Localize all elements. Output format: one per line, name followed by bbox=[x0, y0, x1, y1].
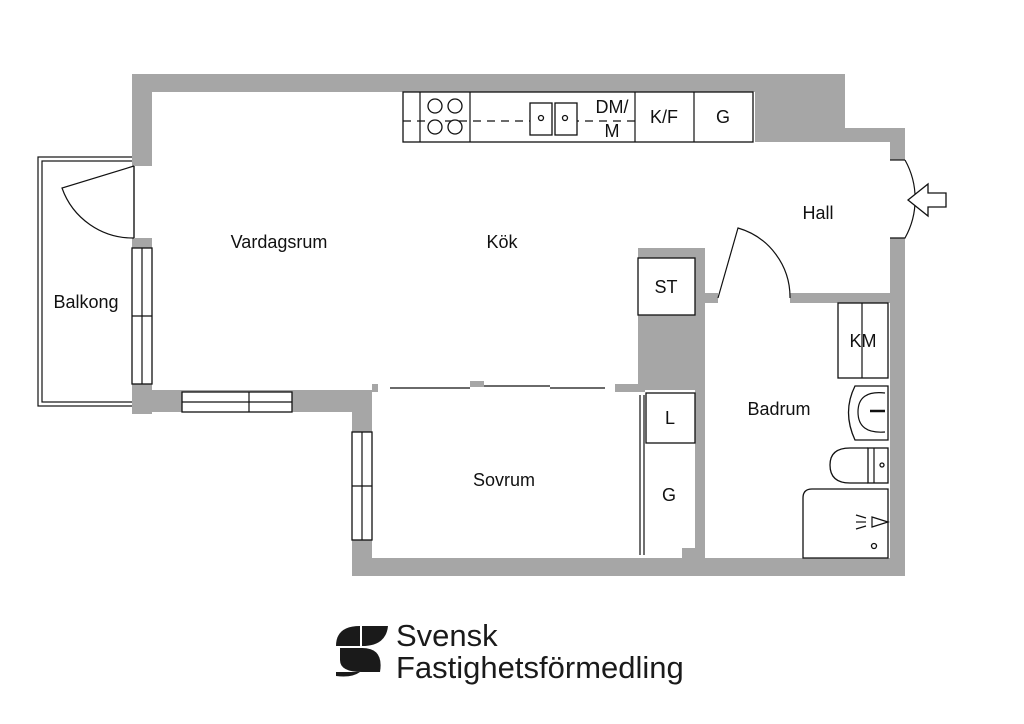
walls bbox=[132, 74, 905, 576]
sink-icon bbox=[529, 102, 578, 136]
kitchen-counter: DM/ M K/F G bbox=[402, 91, 754, 143]
washbasin-icon bbox=[847, 385, 889, 441]
washing-machine bbox=[837, 302, 889, 379]
storage-box bbox=[637, 257, 696, 316]
room-label-living: Vardagsrum bbox=[231, 232, 328, 252]
room-label-bathroom: Badrum bbox=[747, 399, 810, 419]
linen-label: L bbox=[665, 408, 675, 428]
windows bbox=[131, 247, 373, 541]
room-label-hall: Hall bbox=[802, 203, 833, 223]
stove-icon bbox=[427, 98, 463, 135]
washing-machine-label: KM bbox=[850, 331, 877, 351]
company-logo: Svensk Fastighetsförmedling bbox=[336, 618, 684, 685]
logo-text-line1: Svensk bbox=[396, 618, 498, 653]
kitchen-wardrobe-label: G bbox=[716, 107, 730, 127]
bedroom-wardrobe-label: G bbox=[662, 485, 676, 505]
dishwasher-label-1: DM/ bbox=[596, 97, 629, 117]
entrance-arrow-icon bbox=[906, 182, 947, 218]
logo-mark-icon bbox=[336, 626, 388, 677]
linen-closet bbox=[645, 392, 696, 444]
fridge-freezer-label: K/F bbox=[650, 107, 678, 127]
room-label-balcony: Balkong bbox=[53, 292, 118, 312]
dishwasher-label-2: M bbox=[605, 121, 620, 141]
toilet-icon bbox=[829, 447, 889, 484]
logo-text-line2: Fastighetsförmedling bbox=[396, 650, 684, 685]
room-label-kitchen: Kök bbox=[486, 232, 518, 252]
room-label-bedroom: Sovrum bbox=[473, 470, 535, 490]
shower-icon bbox=[802, 488, 891, 559]
balcony bbox=[37, 156, 135, 407]
doors bbox=[61, 159, 916, 555]
storage-label: ST bbox=[654, 277, 677, 297]
